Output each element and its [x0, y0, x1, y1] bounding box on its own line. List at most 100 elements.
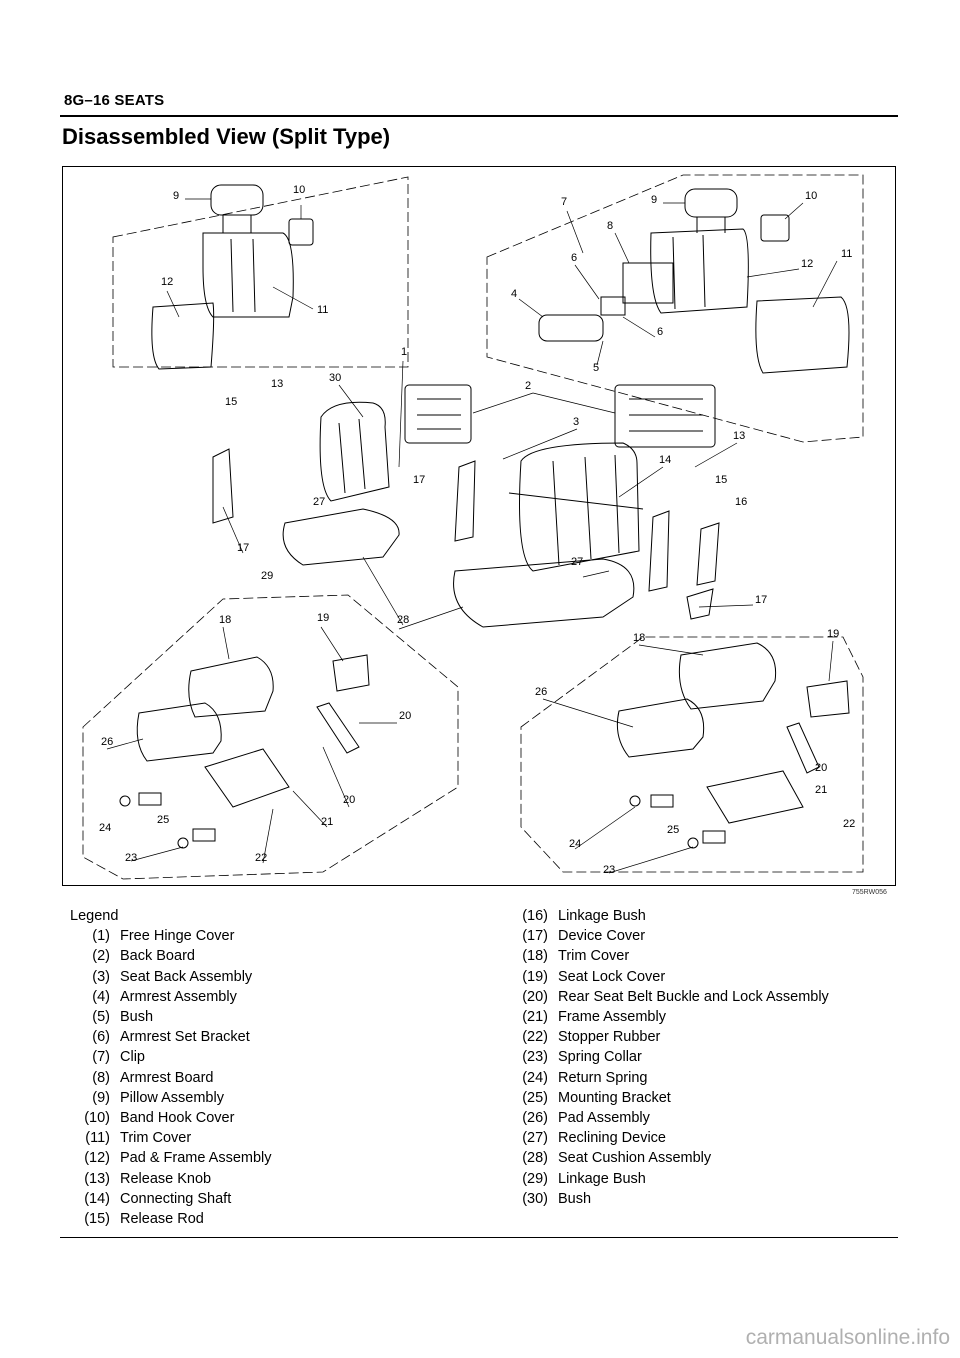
legend-item-text: Linkage Bush: [558, 1170, 646, 1187]
callout-number: 15: [715, 474, 727, 486]
legend-item: (28)Seat Cushion Assembly: [508, 1148, 829, 1168]
callout-number: 18: [633, 632, 645, 644]
belt-buckle-lower-left: [316, 702, 360, 754]
legend-item: (7)Clip: [70, 1047, 272, 1067]
legend-item: (12) Pad & Frame Assembly: [70, 1148, 272, 1168]
callout-number: 26: [535, 686, 547, 698]
callout-number: 7: [561, 196, 567, 208]
callout-number: 26: [101, 736, 113, 748]
callout-number: 1: [401, 346, 407, 358]
callout-number: 24: [569, 838, 581, 850]
legend-item-text: Free Hinge Cover: [120, 928, 235, 945]
legend-item: (27)Reclining Device: [508, 1128, 829, 1148]
legend-item: (24)Return Spring: [508, 1068, 829, 1088]
belt-buckle-lower-right: [786, 722, 820, 774]
header-rule: [60, 115, 898, 117]
hook-cover-left: [288, 218, 314, 246]
callout-number: 23: [603, 864, 615, 876]
legend-item-text: Seat Lock Cover: [558, 968, 666, 985]
legend-item-text: Pad Assembly: [558, 1110, 650, 1127]
seat-lock-cover-lower-right: [806, 680, 850, 718]
callout-number: 2: [525, 380, 531, 392]
legend-item: (20)Rear Seat Belt Buckle and Lock Assem…: [508, 987, 829, 1007]
watermark: carmanualsonline.info: [745, 1326, 950, 1349]
legend-item: (17)Device Cover: [508, 926, 829, 946]
legend-item-text: Pillow Assembly: [120, 1089, 224, 1106]
callout-number: 9: [651, 194, 657, 206]
legend-item-text: Pad & Frame Assembly: [120, 1150, 272, 1167]
legend-item-text: Reclining Device: [558, 1130, 666, 1147]
legend-item-number: (30): [522, 1190, 548, 1207]
legend-item-number: (2): [92, 948, 110, 965]
pillow-right: [684, 188, 738, 218]
legend-item: (16)Linkage Bush: [508, 906, 829, 926]
legend-item-text: Armrest Board: [120, 1069, 214, 1086]
device-cover-right: [696, 522, 720, 586]
legend-item-text: Frame Assembly: [558, 1009, 666, 1026]
seat-back-left: [319, 401, 390, 502]
callout-number: 21: [815, 784, 827, 796]
pad-frame-left: [151, 302, 215, 370]
callout-number: 13: [271, 378, 283, 390]
callout-number: 15: [225, 396, 237, 408]
legend-item: (22) Stopper Rubber: [508, 1027, 829, 1047]
legend-item: (18)Trim Cover: [508, 946, 829, 966]
reclining-device-center: [454, 460, 476, 542]
upper-left-subview-box: [112, 176, 409, 368]
pillow-left: [210, 184, 264, 216]
legend-item-number: (22): [522, 1029, 548, 1046]
legend-item: (5)Bush: [70, 1007, 272, 1027]
back-board-left: [404, 384, 472, 444]
trim-cover-lower-left: [188, 656, 274, 718]
legend-heading: Legend: [70, 908, 119, 924]
legend-item-number: (1): [92, 928, 110, 945]
callout-number: 24: [99, 822, 111, 834]
callout-number: 30: [329, 372, 341, 384]
legend-item-text: Trim Cover: [558, 948, 630, 965]
callout-number: 12: [801, 258, 813, 270]
callout-number: 25: [667, 824, 679, 836]
callout-number: 20: [343, 794, 355, 806]
callout-number: 6: [571, 252, 577, 264]
legend-item-number: (12): [84, 1150, 110, 1167]
legend-item-number: (20): [522, 988, 548, 1005]
callout-number: 23: [125, 852, 137, 864]
legend-item-number: (23): [522, 1049, 548, 1066]
legend-item: (6)Armrest Set Bracket: [70, 1027, 272, 1047]
legend-item: (19)Seat Lock Cover: [508, 967, 829, 987]
callout-number: 22: [255, 852, 267, 864]
legend-item: (26)Pad Assembly: [508, 1108, 829, 1128]
seat-cushion-right: [453, 558, 635, 628]
legend-item-text: Band Hook Cover: [120, 1110, 235, 1127]
legend-item-text: Release Knob: [120, 1170, 212, 1187]
lower-left-subview-box: [82, 594, 459, 880]
callout-number: 20: [399, 710, 411, 722]
callout-number: 25: [157, 814, 169, 826]
callout-number: 4: [511, 288, 517, 300]
legend-item-text: Stopper Rubber: [558, 1029, 661, 1046]
legend-item: (15)Release Rod: [70, 1209, 272, 1229]
pad-frame-right: [755, 296, 850, 374]
legend-item-number: (24): [522, 1069, 548, 1086]
legend-item: (8)Armrest Board: [70, 1068, 272, 1088]
armrest-board: [622, 262, 674, 304]
legend-item-text: Armrest Assembly: [120, 988, 237, 1005]
callout-number: 18: [219, 614, 231, 626]
callout-number: 27: [571, 556, 583, 568]
callout-number: 19: [827, 628, 839, 640]
callout-number: 17: [413, 474, 425, 486]
legend-item: (13)Release Knob: [70, 1169, 272, 1189]
legend-item-text: Bush: [558, 1190, 592, 1207]
callout-number: 28: [397, 614, 409, 626]
callout-number: 3: [573, 416, 579, 428]
legend-item-number: (7): [92, 1049, 110, 1066]
back-board-right: [614, 384, 716, 448]
legend-item-text: Armrest Set Bracket: [120, 1029, 250, 1046]
lower-right-subview-box: [520, 636, 864, 873]
legend-item-text: Device Cover: [558, 928, 646, 945]
legend-right-column: (16)Linkage Bush(17)Device Cover(18)Trim…: [508, 906, 829, 1209]
legend-item: (29)Linkage Bush: [508, 1169, 829, 1189]
callout-number: 27: [313, 496, 325, 508]
legend-item: (10)Band Hook Cover: [70, 1108, 272, 1128]
